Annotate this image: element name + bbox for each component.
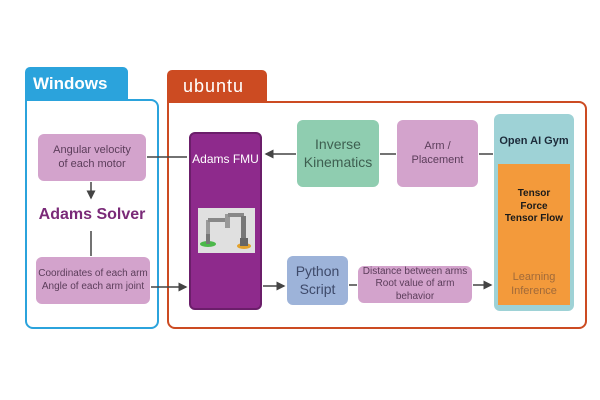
robot-arm-image: [198, 208, 255, 253]
distance-box: Distance between arms Root value of arm …: [358, 266, 472, 303]
open-ai-gym-title: Open AI Gym: [499, 135, 569, 147]
python-script-box: Python Script: [287, 256, 348, 305]
angular-velocity-box: Angular velocity of each motor: [38, 134, 146, 181]
open-ai-gym-block: Open AI Gym Tensor Force Tensor Flow Lea…: [494, 114, 574, 311]
adams-fmu-block: Adams FMU: [189, 132, 262, 310]
ubuntu-frame: [167, 101, 587, 329]
arm-placement-box: Arm / Placement: [397, 120, 478, 187]
coordinates-box: Coordinates of each arm Angle of each ar…: [36, 257, 150, 304]
ubuntu-tab: ubuntu: [167, 70, 267, 102]
windows-frame: [25, 99, 159, 329]
learning-label: Learning Inference: [511, 271, 557, 298]
adams-solver-label: Adams Solver: [38, 206, 146, 223]
adams-fmu-label: Adams FMU: [192, 152, 259, 166]
tensor-label: Tensor Force Tensor Flow: [504, 188, 564, 224]
windows-tab: Windows: [25, 67, 128, 100]
inverse-kinematics-box: Inverse Kinematics: [297, 120, 379, 187]
tensor-block: Tensor Force Tensor Flow Learning Infere…: [498, 164, 570, 305]
